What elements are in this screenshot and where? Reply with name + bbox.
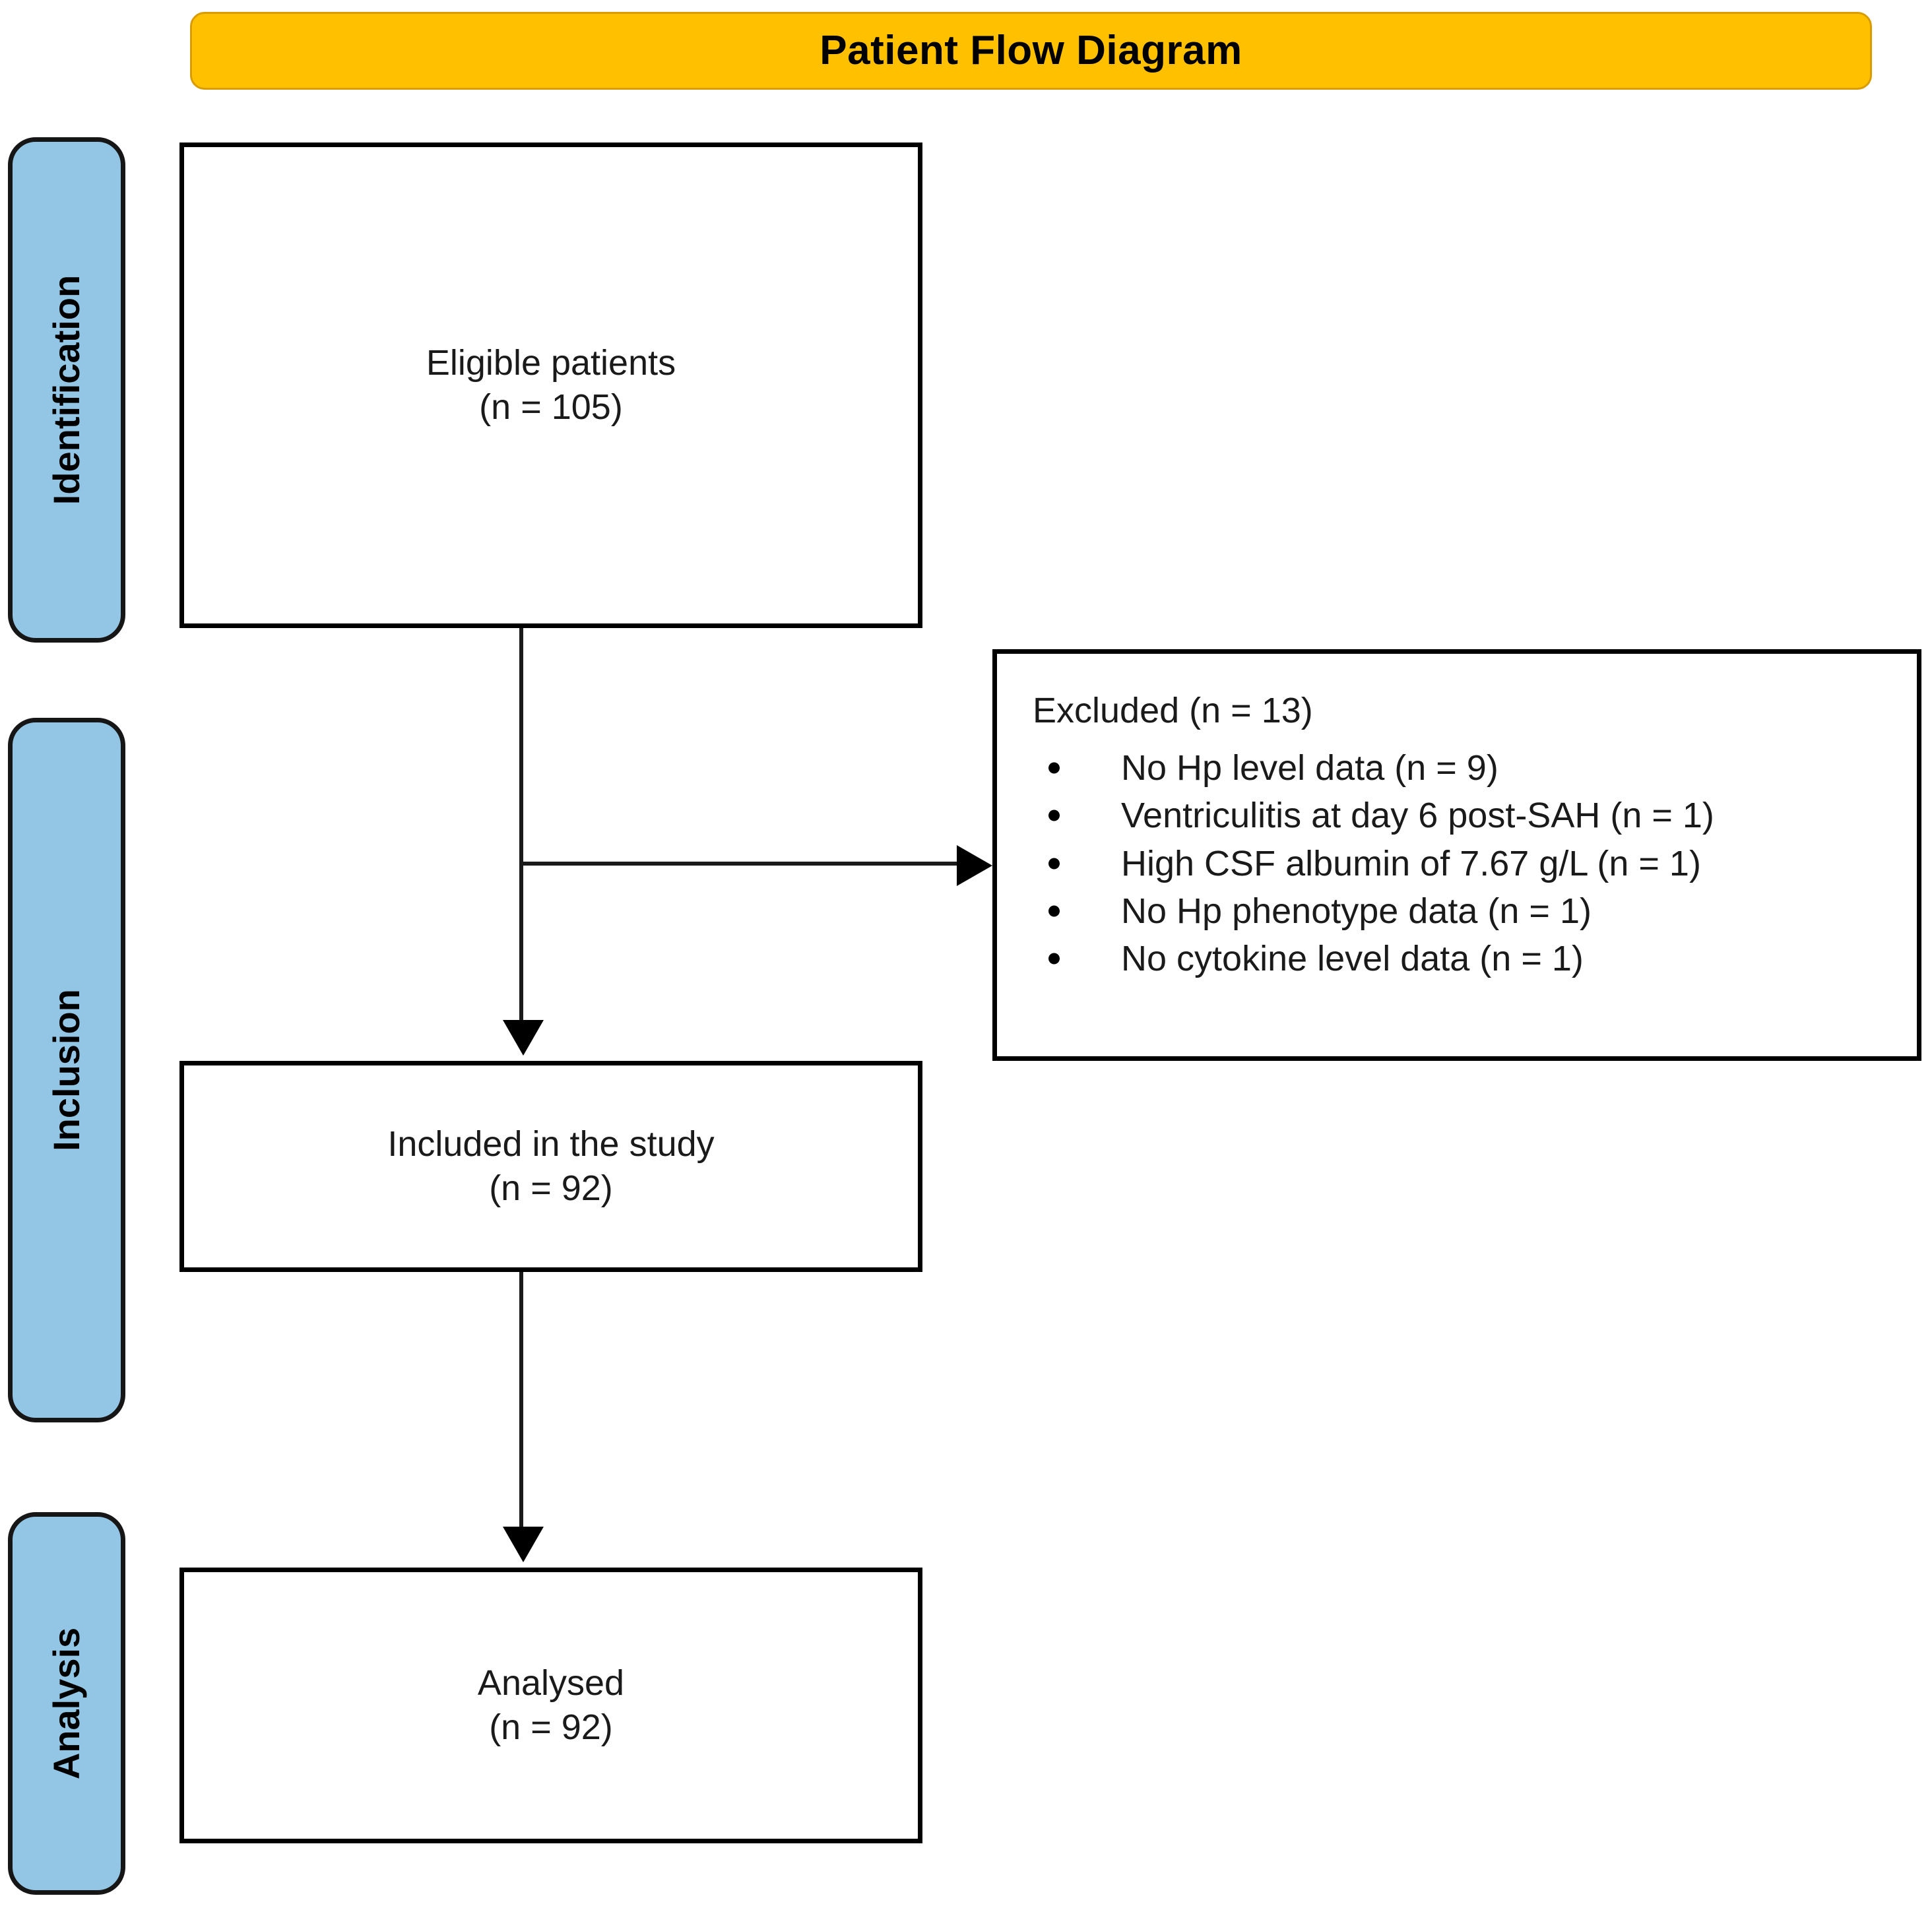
connector-to-excluded	[519, 862, 959, 866]
included-label: Included in the study	[387, 1124, 715, 1164]
stage-label-identification: Identification	[46, 274, 88, 505]
box-analysed: Analysed (n = 92)	[179, 1568, 922, 1843]
eligible-patients-label: Eligible patients	[426, 342, 676, 383]
arrowhead-into-included	[503, 1020, 544, 1056]
bullet-icon	[1048, 953, 1060, 965]
stage-pill-analysis: Analysis	[8, 1512, 125, 1895]
connector-eligible-to-included	[519, 628, 523, 1024]
excluded-heading: Excluded (n = 13)	[1033, 691, 1313, 730]
excluded-reasons-list: No Hp level data (n = 9) Ventriculitis a…	[1033, 744, 1894, 983]
list-item: No Hp phenotype data (n = 1)	[1033, 887, 1894, 935]
included-count: (n = 92)	[489, 1168, 613, 1208]
stage-pill-identification: Identification	[8, 137, 125, 643]
list-item: High CSF albumin of 7.67 g/L (n = 1)	[1033, 840, 1894, 887]
box-excluded: Excluded (n = 13) No Hp level data (n = …	[992, 649, 1921, 1061]
analysed-label: Analysed	[477, 1663, 625, 1703]
stage-pill-inclusion: Inclusion	[8, 718, 125, 1422]
excluded-reason-text: Ventriculitis at day 6 post-SAH (n = 1)	[1121, 796, 1714, 836]
box-included-in-study: Included in the study (n = 92)	[179, 1061, 922, 1272]
list-item: No Hp level data (n = 9)	[1033, 744, 1894, 792]
bullet-icon	[1048, 810, 1060, 821]
diagram-title-banner: Patient Flow Diagram	[190, 12, 1872, 90]
stage-label-analysis: Analysis	[46, 1627, 87, 1780]
arrowhead-into-analysed	[503, 1527, 544, 1562]
excluded-reason-text: No cytokine level data (n = 1)	[1121, 939, 1584, 979]
box-eligible-patients: Eligible patients (n = 105)	[179, 143, 922, 628]
list-item: Ventriculitis at day 6 post-SAH (n = 1)	[1033, 792, 1894, 839]
bullet-icon	[1048, 905, 1060, 917]
connector-included-to-analysed	[519, 1272, 523, 1531]
bullet-icon	[1048, 858, 1060, 870]
page-title: Patient Flow Diagram	[820, 28, 1242, 73]
eligible-patients-count: (n = 105)	[479, 387, 623, 427]
arrowhead-into-excluded	[957, 845, 992, 886]
excluded-reason-text: High CSF albumin of 7.67 g/L (n = 1)	[1121, 843, 1701, 883]
excluded-reason-text: No Hp level data (n = 9)	[1121, 747, 1498, 788]
analysed-count: (n = 92)	[489, 1707, 613, 1747]
stage-label-inclusion: Inclusion	[46, 989, 88, 1151]
bullet-icon	[1048, 762, 1060, 774]
excluded-reason-text: No Hp phenotype data (n = 1)	[1121, 891, 1592, 931]
list-item: No cytokine level data (n = 1)	[1033, 935, 1894, 982]
